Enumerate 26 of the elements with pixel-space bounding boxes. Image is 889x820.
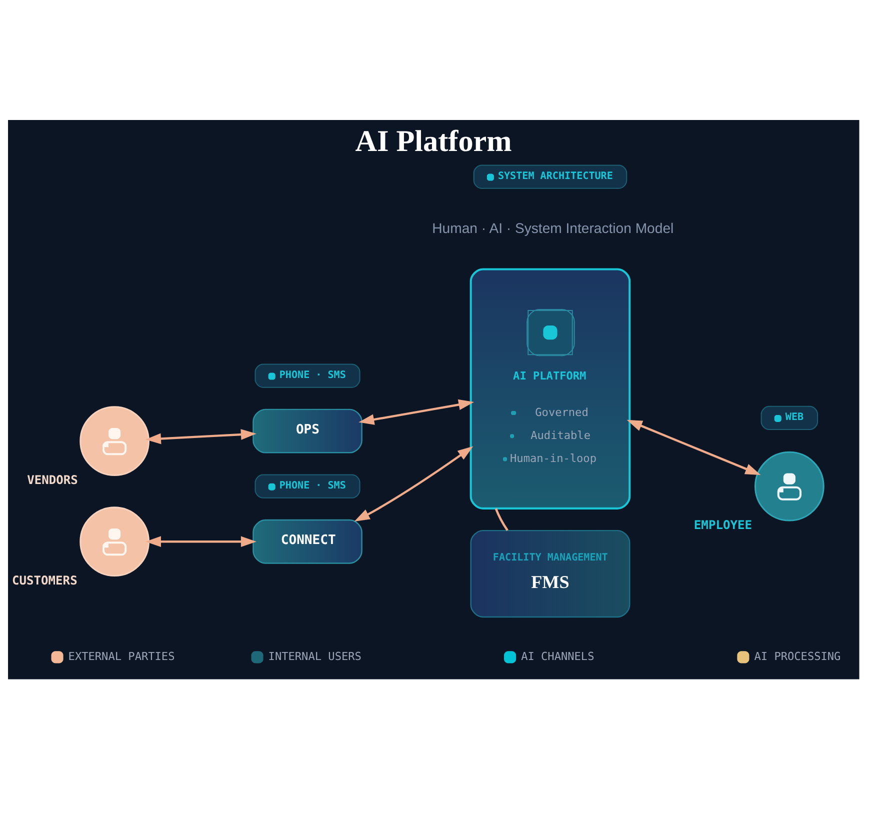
node-circle <box>754 450 824 521</box>
node-label: EMPLOYEE <box>694 518 752 532</box>
arrow <box>145 428 256 444</box>
node-box: SYSTEM ARCHITECTURE <box>473 164 628 188</box>
legend-label: INTERNAL USERS <box>268 649 362 662</box>
node-label: VENDORS <box>27 472 78 486</box>
node-box: AI PLATFORM Governed Auditable Human-in-loop <box>470 268 631 509</box>
node-box: WEB <box>760 405 818 430</box>
connector <box>494 508 508 531</box>
node-circle <box>80 506 150 576</box>
node-box: PHONE · SMS <box>254 474 360 498</box>
legend-label: AI PROCESSING <box>754 649 841 662</box>
legend-label: AI CHANNELS <box>521 649 594 662</box>
arrow <box>626 419 761 474</box>
arrow <box>358 398 474 424</box>
arrow <box>145 536 256 547</box>
label: Human · AI · System Interaction Model <box>432 219 674 236</box>
arrow <box>354 446 474 521</box>
node-circle <box>80 406 150 476</box>
node-box: FACILITY MANAGEMENT FMS <box>470 529 630 618</box>
node-box: OPS <box>252 408 362 453</box>
legend-label: EXTERNAL PARTIES <box>68 649 175 662</box>
node-label: CUSTOMERS <box>12 572 78 587</box>
node-box: CONNECT <box>252 518 362 564</box>
node-box: PHONE · SMS <box>254 363 360 388</box>
diagram-title: AI Platform <box>355 124 512 158</box>
